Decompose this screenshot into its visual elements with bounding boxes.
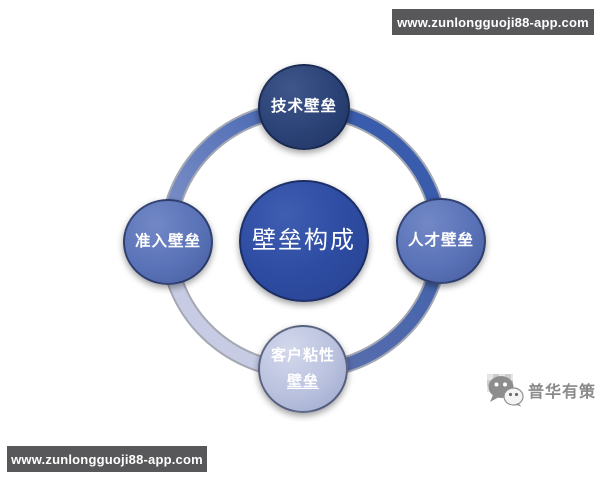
wechat-icon bbox=[488, 376, 524, 407]
node-talent-barrier: 人才壁垒 bbox=[396, 198, 486, 284]
watermark-url-top: www.zunlongguoji88-app.com bbox=[397, 14, 589, 30]
center-node-barrier-composition: 壁垒构成 bbox=[239, 180, 369, 302]
watermark-url-bottom: www.zunlongguoji88-app.com bbox=[11, 451, 203, 467]
node-entry-barrier: 准入壁垒 bbox=[123, 199, 213, 285]
node-customer-stickiness-line1: 客户粘性 bbox=[270, 346, 335, 364]
node-customer-stickiness-barrier-label: 客户粘性 壁垒 bbox=[271, 343, 335, 396]
watermark-banner-top: www.zunlongguoji88-app.com bbox=[392, 9, 594, 35]
center-node-label: 壁垒构成 bbox=[252, 226, 356, 254]
watermark-banner-bottom: www.zunlongguoji88-app.com bbox=[7, 446, 207, 472]
wechat-branding: 普华有策 bbox=[486, 372, 596, 408]
node-customer-stickiness-barrier: 客户粘性 壁垒 bbox=[258, 325, 348, 413]
node-technology-barrier: 技术壁垒 bbox=[258, 64, 350, 150]
node-talent-barrier-label: 人才壁垒 bbox=[407, 231, 474, 249]
branding-label: 普华有策 bbox=[528, 384, 597, 401]
node-entry-barrier-label: 准入壁垒 bbox=[134, 232, 201, 250]
node-technology-barrier-label: 技术壁垒 bbox=[270, 97, 337, 115]
node-customer-stickiness-line2: 壁垒 bbox=[286, 373, 319, 390]
